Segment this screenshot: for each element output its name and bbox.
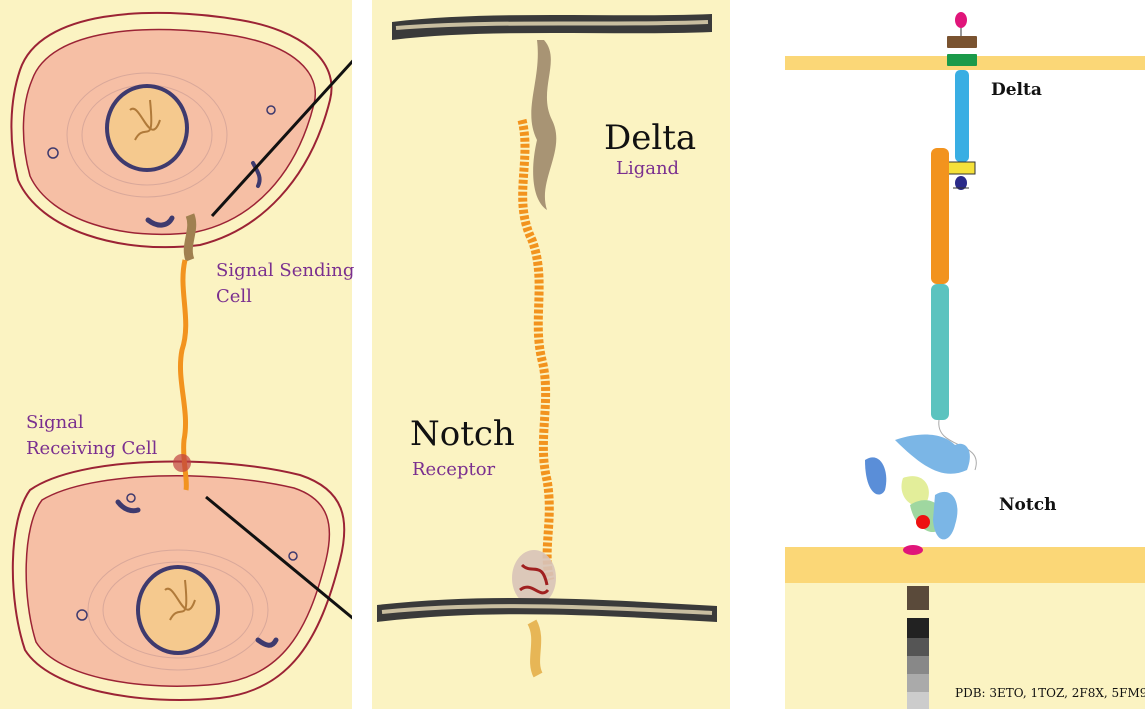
- notch-orange-egf-repeats: [931, 148, 949, 284]
- signal-sending-cell-label: Signal Sending Cell: [216, 258, 354, 310]
- pdb-citation: PDB: 3ETO, 1TOZ, 2F8X, 5FM9: [955, 686, 1145, 700]
- notch-title: Notch: [410, 414, 515, 454]
- structure-zoom: [372, 0, 730, 709]
- delta-label: Delta: [991, 80, 1042, 100]
- delta-egf-repeats: [955, 70, 969, 162]
- signal-receiving-cell-label: Signal Receiving Cell: [26, 410, 157, 462]
- bottom-membrane-band: [785, 547, 1145, 583]
- cell-schematic: [0, 0, 352, 709]
- ligand-label: Ligand: [616, 158, 679, 179]
- notch-teal-egf-repeats: [931, 284, 949, 420]
- receptor-label: Receptor: [412, 459, 495, 480]
- tm-domain: [907, 586, 929, 610]
- domain-schematic: [785, 0, 1145, 709]
- structure-zoom-panel: Delta Ligand Notch Receptor: [372, 0, 730, 709]
- domain-schematic-panel: Delta Notch PDB: 3ETO, 1TOZ, 2F8X, 5FM9: [785, 0, 1145, 709]
- delta-title: Delta: [604, 118, 696, 158]
- notch-label: Notch: [999, 495, 1056, 515]
- cell-schematic-panel: Signal Sending Cell Signal Receiving Cel…: [0, 0, 352, 709]
